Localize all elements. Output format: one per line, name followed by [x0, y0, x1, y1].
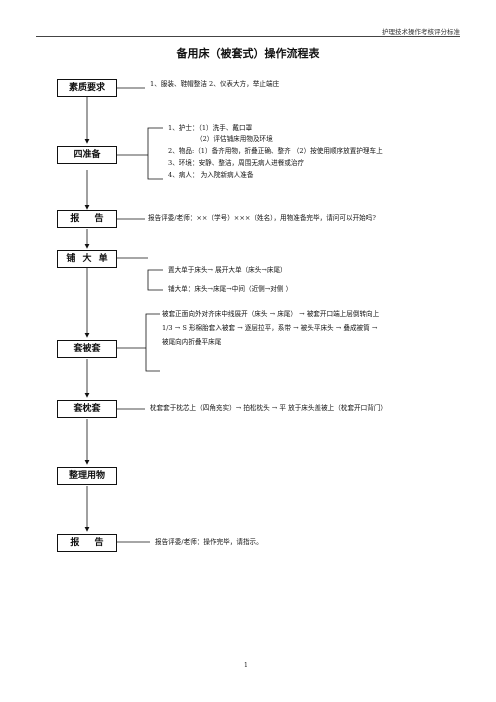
step-quality-requirements: 素质要求 — [57, 79, 117, 97]
step-4-line-1: 置大单于床头→ 展开大单（床头→床尾） — [168, 266, 287, 274]
step-tidy-supplies: 整理用物 — [57, 467, 117, 485]
header-rule — [36, 36, 460, 37]
step-pillow-case: 套枕套 — [57, 400, 117, 418]
page-title: 备用床（被套式）操作流程表 — [176, 47, 320, 60]
bracket-2 — [147, 127, 163, 180]
step-2-line-3: 2、物品:（1）备齐用物，折叠正确、整齐 （2）按使用顺序放置护理车上 — [168, 147, 383, 155]
step-lay-bottom-sheet: 铺 大 单 — [57, 250, 117, 268]
page-number: 1 — [244, 662, 248, 669]
bracket-5 — [145, 313, 160, 372]
step-2-line-1: 1、护士：（1）洗手、戴口罩 — [168, 124, 253, 132]
step-4-line-2: 铺大单：床头→床尾→中间（近侧→对侧 ） — [168, 285, 293, 293]
header-subtitle: 护理技术操作考核评分标准 — [382, 28, 460, 36]
step-5-line-1: 被套正面向外对齐床中线展开（床头 → 床尾） → 被套开口端上层倒转向上 — [162, 310, 380, 318]
step-report-start: 报 告 — [57, 210, 117, 228]
step-6-line-1: 枕套套于枕芯上（四角充实）→ 拍松枕头 → 平 放于床头盖被上（枕套开口背门） — [150, 404, 388, 412]
step-2-line-2: （2）评估铺床用物及环境 — [196, 135, 273, 143]
step-3-line-1: 报告评委/老师：××（学号）×××（姓名），用物准备完毕，请问可以开始吗? — [148, 214, 376, 222]
step-report-finish: 报 告 — [57, 534, 117, 552]
step-2-line-5: 4、病人： 为入院新病人准备 — [168, 171, 254, 179]
step-quilt-cover: 套被套 — [57, 340, 117, 358]
step-8-line-1: 报告评委/老师：操作完毕，请指示。 — [155, 538, 263, 546]
step-1-line-1: 1、服装、鞋帽整洁 2、仪表大方，举止端庄 — [150, 80, 280, 88]
bracket-4 — [147, 269, 163, 291]
step-four-preparations: 四准备 — [57, 146, 117, 164]
step-5-line-3: 被尾向内折叠平床尾 — [162, 338, 222, 346]
step-2-line-4: 3、环境：安静、整洁，周围无病人进餐或治疗 — [168, 159, 305, 167]
step-5-line-2: 1/3 → S 形棉胎套入被套 → 逐层拉平，系带 → 被头平床头 → 叠成被筒… — [162, 324, 378, 332]
